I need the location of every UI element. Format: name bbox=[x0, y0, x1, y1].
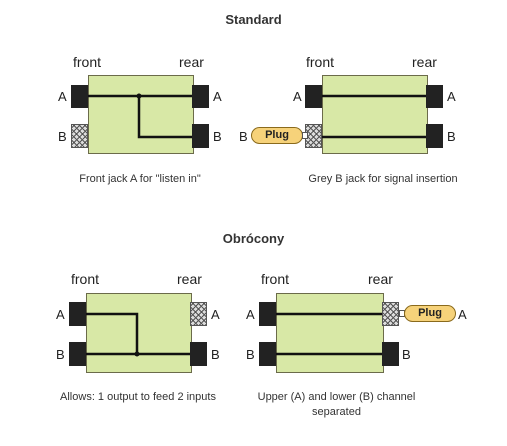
rear-jack-a bbox=[382, 302, 399, 326]
jack-label-b-rear: B bbox=[213, 129, 222, 144]
plug-label: Plug bbox=[251, 127, 303, 144]
wire-a-to-b bbox=[137, 96, 192, 139]
rear-label: rear bbox=[368, 271, 393, 287]
jack-label-b-front: B bbox=[246, 347, 255, 362]
plug-tip bbox=[302, 132, 308, 139]
patchbay-body bbox=[88, 75, 194, 154]
plug: Plug bbox=[399, 305, 457, 322]
wire-junction bbox=[134, 351, 140, 357]
section-title-reversed: Obrócony bbox=[222, 231, 285, 246]
wire-junction bbox=[136, 93, 142, 99]
jack-label-b-front: B bbox=[56, 347, 65, 362]
rear-jack-b bbox=[382, 342, 399, 366]
jack-label-a-rear: A bbox=[211, 307, 220, 322]
plug-label: Plug bbox=[404, 305, 456, 322]
jack-label-b-front: B bbox=[239, 129, 248, 144]
section-title-standard: Standard bbox=[225, 12, 282, 27]
patchbay-body bbox=[276, 293, 384, 373]
front-jack-a bbox=[305, 85, 322, 108]
rear-label: rear bbox=[412, 54, 437, 70]
jack-label-b-rear: B bbox=[447, 129, 456, 144]
caption: Grey B jack for signal insertion bbox=[308, 173, 458, 185]
jack-label-a-rear: A bbox=[458, 307, 467, 322]
front-label: front bbox=[306, 54, 335, 70]
rear-jack-b bbox=[190, 342, 207, 366]
front-label: front bbox=[261, 271, 290, 287]
jack-label-b-rear: B bbox=[211, 347, 220, 362]
jack-label-a-front: A bbox=[56, 307, 65, 322]
rear-jack-b bbox=[192, 124, 209, 148]
patchbay-body bbox=[86, 293, 192, 373]
caption: Front jack A for "listen in" bbox=[79, 173, 201, 185]
front-label: front bbox=[73, 54, 102, 70]
jack-label-b-rear: B bbox=[402, 347, 411, 362]
plug: Plug bbox=[251, 127, 309, 144]
front-jack-a bbox=[259, 302, 276, 326]
rear-label: rear bbox=[177, 271, 202, 287]
caption: Allows: 1 output to feed 2 inputs bbox=[60, 391, 216, 403]
front-jack-b bbox=[69, 342, 86, 366]
rear-jack-a bbox=[192, 85, 209, 108]
jack-label-a-front: A bbox=[293, 89, 302, 104]
rear-jack-a bbox=[190, 302, 207, 326]
wire-a-to-b bbox=[86, 312, 139, 354]
front-jack-b bbox=[259, 342, 276, 366]
front-label: front bbox=[71, 271, 100, 287]
caption: Upper (A) and lower (B) channel separate… bbox=[257, 391, 416, 418]
rear-label: rear bbox=[179, 54, 204, 70]
rear-jack-a bbox=[426, 85, 443, 108]
rear-jack-b bbox=[426, 124, 443, 148]
jack-label-a-rear: A bbox=[213, 89, 222, 104]
front-jack-a bbox=[69, 302, 86, 326]
patchbay-body bbox=[322, 75, 428, 154]
front-jack-b bbox=[71, 124, 88, 148]
jack-label-a-front: A bbox=[246, 307, 255, 322]
front-jack-a bbox=[71, 85, 88, 108]
jack-label-b-front: B bbox=[58, 129, 67, 144]
jack-label-a-rear: A bbox=[447, 89, 456, 104]
jack-label-a-front: A bbox=[58, 89, 67, 104]
